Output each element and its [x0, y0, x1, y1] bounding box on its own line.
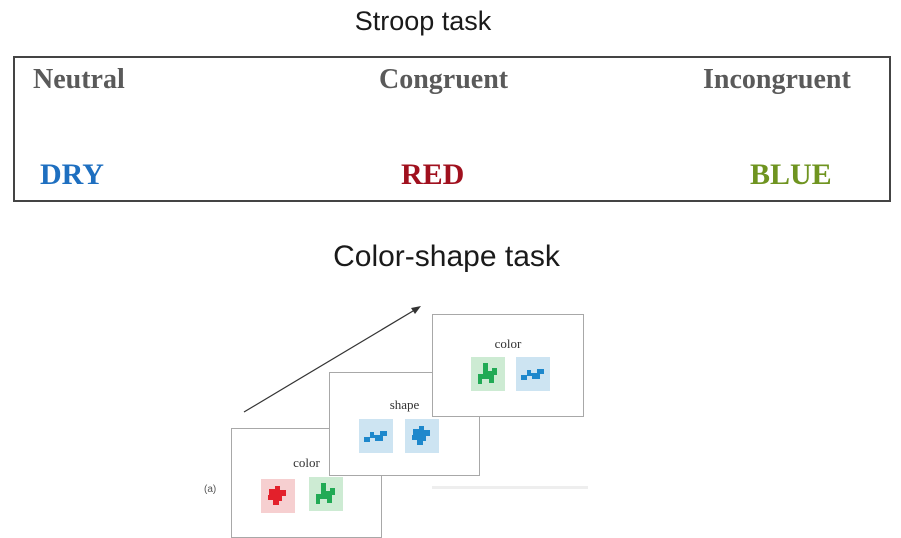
neutral-heading: Neutral [33, 64, 125, 95]
trial-card-3: color [432, 314, 584, 417]
incongruent-word: BLUE [750, 158, 832, 191]
stimulus-shape [412, 426, 430, 445]
stimulus-tile [359, 419, 393, 453]
stimulus-tile [471, 357, 505, 391]
trial-card-cue: shape [389, 397, 420, 412]
color-shape-task-title: Color-shape task [333, 240, 560, 273]
stimulus-tile [405, 419, 439, 453]
stimulus-shape [316, 483, 335, 504]
incongruent-heading: Incongruent [703, 64, 851, 95]
congruent-heading: Congruent [379, 64, 509, 95]
stroop-task-box: Neutral Congruent Incongruent DRY RED BL… [13, 56, 891, 202]
stimulus-tile [261, 479, 295, 513]
stimulus-tile [516, 357, 550, 391]
stroop-task-title: Stroop task [354, 6, 492, 36]
stimulus-shape [521, 369, 544, 380]
trial-card-cue: color [494, 336, 522, 351]
congruent-word: RED [401, 158, 465, 191]
stimulus-shape [478, 363, 497, 384]
trial-card-2: shape [329, 372, 480, 476]
neutral-word: DRY [40, 158, 104, 191]
panel-label: (a) [204, 484, 217, 495]
stimulus-shape [268, 486, 286, 505]
divider [432, 486, 588, 489]
trial-card-cue: color [293, 455, 320, 470]
stimulus-tile [309, 477, 343, 511]
stimulus-shape [364, 431, 387, 442]
